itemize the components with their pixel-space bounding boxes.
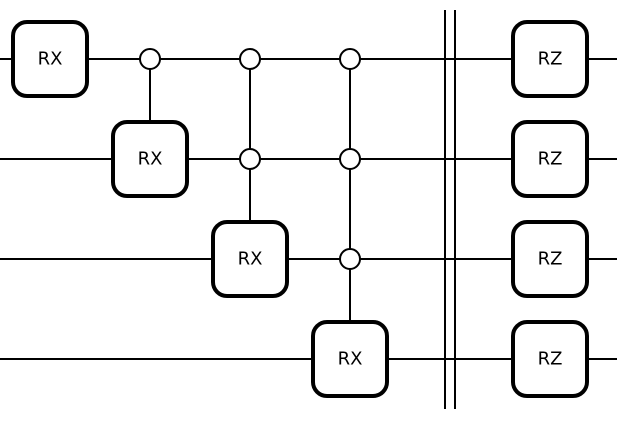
gate-label: RZ (538, 149, 563, 170)
gate-box (511, 220, 589, 298)
control-dot (239, 148, 261, 170)
gate-rx: RX (311, 320, 389, 398)
gate-rx: RX (11, 20, 89, 98)
gate-label: RX (38, 49, 63, 70)
gate-box (311, 320, 389, 398)
gate-label: RX (238, 249, 263, 270)
gate-rz: RZ (511, 20, 589, 98)
gate-label: RX (338, 349, 363, 370)
gate-rx: RX (111, 120, 189, 198)
gate-label: RX (138, 149, 163, 170)
gate-rz: RZ (511, 320, 589, 398)
gate-box (211, 220, 289, 298)
gate-box (511, 20, 589, 98)
gate-rz: RZ (511, 120, 589, 198)
control-dot (339, 248, 361, 270)
control-dot (339, 148, 361, 170)
gate-box (511, 320, 589, 398)
gate-label: RZ (538, 249, 563, 270)
gate-label: RZ (538, 49, 563, 70)
control-dot (139, 48, 161, 70)
gate-rz: RZ (511, 220, 589, 298)
gate-box (511, 120, 589, 198)
gate-box (111, 120, 189, 198)
gate-rx: RX (211, 220, 289, 298)
control-dot (239, 48, 261, 70)
control-dot (339, 48, 361, 70)
gate-box (11, 20, 89, 98)
gate-label: RZ (538, 349, 563, 370)
